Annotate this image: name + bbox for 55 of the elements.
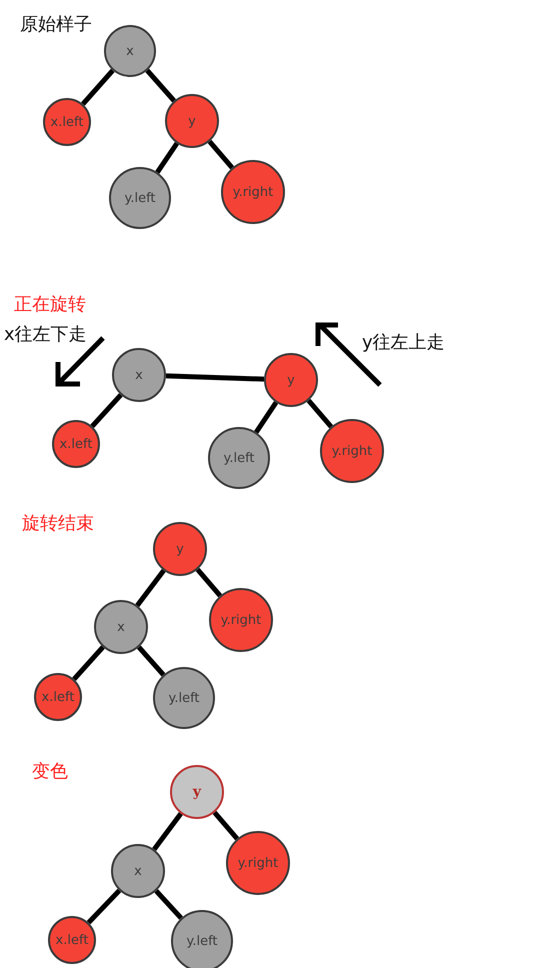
node-label: x (135, 368, 143, 382)
tree-edge (196, 568, 222, 598)
note-text: y往左上走 (362, 331, 445, 354)
node-label: x.left (56, 932, 88, 948)
tree-node-circle (34, 673, 82, 721)
node-label: x.left (42, 690, 74, 704)
note-text: x往左下走 (4, 323, 87, 346)
node-label: y.left (223, 450, 255, 466)
tree-edge (145, 68, 176, 102)
node-label: y (192, 784, 202, 800)
tree-node-circle (153, 522, 207, 576)
tree-edge (155, 142, 179, 174)
tree-node-circle (52, 420, 100, 468)
node-label: y.left (124, 190, 156, 206)
node-label: y.right (238, 856, 278, 870)
tree-node-circle (171, 910, 233, 968)
note-text: 原始样子 (20, 13, 92, 36)
tree-node-circle (104, 25, 156, 77)
section-heading: 旋转结束 (22, 512, 94, 535)
tree-edge (72, 645, 105, 681)
tree-node-circle (94, 600, 148, 654)
node-label: x (134, 864, 142, 878)
tree-edge (254, 401, 278, 434)
tree-node-circle (170, 765, 224, 819)
tree-edge (306, 398, 334, 428)
tree-node-circle (112, 348, 166, 402)
tree-edge (137, 646, 166, 676)
tree-edge (90, 393, 123, 428)
node-label: y.right (220, 612, 262, 628)
tree-edge (212, 810, 240, 840)
tree-edge (166, 373, 264, 382)
node-label: y.left (186, 934, 218, 948)
tree-edge (208, 140, 234, 170)
node-label: x.left (60, 436, 92, 452)
node-label: y.left (168, 690, 200, 706)
section-heading: 变色 (32, 760, 68, 783)
tree-node-circle (111, 844, 165, 898)
tree-node-circle (48, 916, 96, 964)
section-heading: 正在旋转 (14, 293, 86, 316)
tree-node-circle (43, 98, 91, 146)
node-label: y.right (232, 184, 274, 200)
tree-node-circle (165, 94, 219, 148)
node-label: y (287, 372, 295, 388)
tree-edge (81, 68, 115, 106)
tree-edge (152, 812, 183, 851)
node-label: y (188, 114, 196, 128)
node-label: y (176, 542, 184, 556)
node-label: x (126, 44, 134, 58)
tree-edge (86, 888, 122, 924)
node-label: y.right (332, 444, 372, 458)
tree-node-circle (264, 353, 318, 407)
node-label: x.left (50, 114, 84, 130)
tree-edge (135, 569, 166, 607)
tree-edge (154, 889, 183, 920)
node-label: x (117, 620, 125, 634)
